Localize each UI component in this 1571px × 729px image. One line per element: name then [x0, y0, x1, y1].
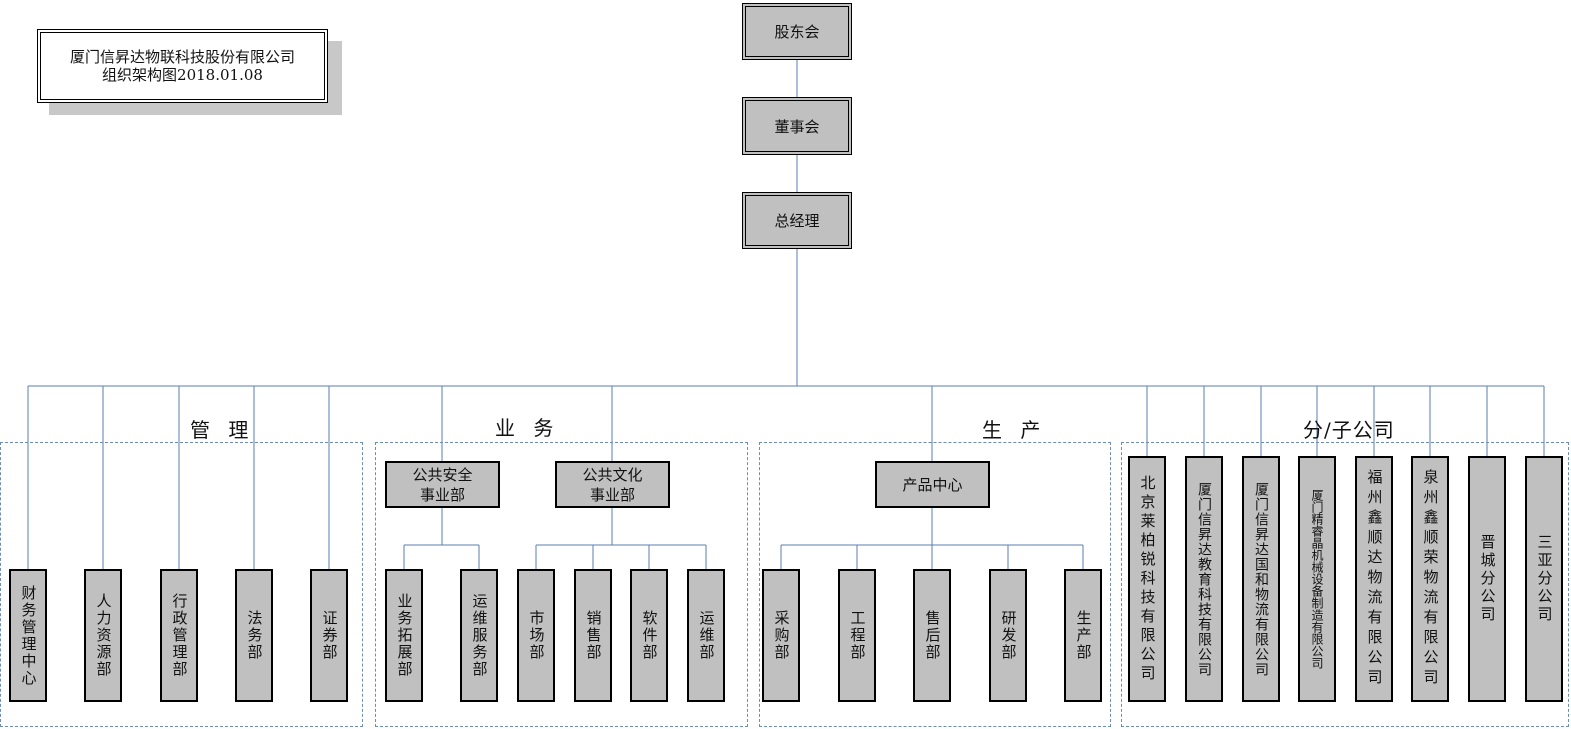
dept-label: 证券部	[320, 610, 339, 661]
box-shareholders: 股东会	[742, 3, 852, 60]
unit-public-security: 公共安全 事业部	[385, 461, 500, 508]
dept-box: 软件部	[630, 569, 668, 702]
subsidiary-box: 厦门信昇达教育科技有限公司	[1185, 456, 1223, 702]
diagram-title: 厦门信昇达物联科技股份有限公司 组织架构图2018.01.08	[37, 29, 328, 103]
unit-label-line1: 公共安全	[412, 465, 473, 484]
unit-label-line1: 公共文化	[582, 465, 643, 484]
dept-box: 运维部	[687, 569, 725, 702]
dept-label: 业务拓展部	[395, 593, 414, 678]
group-frame-subsidiaries	[1121, 442, 1569, 727]
dept-box: 研发部	[989, 569, 1027, 702]
dept-label: 销售部	[584, 610, 603, 661]
dept-box: 市场部	[517, 569, 555, 702]
dept-label: 法务部	[245, 610, 264, 661]
dept-box: 生产部	[1064, 569, 1102, 702]
dept-box: 人力资源部	[84, 569, 122, 702]
dept-box: 业务拓展部	[385, 569, 423, 702]
group-label-business: 业 务	[495, 416, 560, 440]
dept-box: 工程部	[838, 569, 876, 702]
title-company: 厦门信昇达物联科技股份有限公司	[69, 48, 295, 66]
subsidiary-box: 泉州鑫顺荣物流有限公司	[1411, 456, 1449, 702]
dept-label: 运维部	[697, 610, 716, 661]
subsidiary-box: 厦门精睿晶机械设备制造有限公司	[1298, 456, 1336, 702]
dept-label: 人力资源部	[94, 593, 113, 678]
group-label-subsidiaries: 分/子公司	[1303, 418, 1395, 442]
group-frame-management	[0, 442, 363, 727]
box-general-manager: 总经理	[742, 192, 852, 249]
subsidiary-label: 厦门精睿晶机械设备制造有限公司	[1310, 489, 1324, 669]
box-board-label: 董事会	[774, 117, 820, 136]
dept-label: 行政管理部	[170, 593, 189, 678]
subsidiary-box: 晋城分公司	[1468, 456, 1506, 702]
group-frame-production	[759, 442, 1111, 727]
dept-label: 运维服务部	[470, 593, 489, 678]
dept-label: 售后部	[923, 610, 942, 661]
dept-box: 证券部	[310, 569, 348, 702]
dept-box: 财务管理中心	[9, 569, 47, 702]
dept-label: 市场部	[527, 610, 546, 661]
dept-label: 研发部	[999, 610, 1018, 661]
subsidiary-box: 厦门信昇达国和物流有限公司	[1242, 456, 1280, 702]
group-frame-business	[375, 442, 748, 727]
dept-box: 法务部	[235, 569, 273, 702]
box-gm-label: 总经理	[774, 212, 820, 230]
title-date: 组织架构图2018.01.08	[102, 66, 263, 84]
product-center: 产品中心	[875, 461, 990, 508]
dept-box: 行政管理部	[160, 569, 198, 702]
subsidiary-label: 北京莱柏锐科技有限公司	[1138, 474, 1157, 684]
subsidiary-label: 厦门信昇达教育科技有限公司	[1196, 481, 1212, 677]
subsidiary-box: 福州鑫顺达物流有限公司	[1355, 456, 1393, 702]
unit-label-line2: 事业部	[589, 485, 635, 504]
group-label-management: 管 理	[190, 418, 255, 442]
dept-box: 售后部	[913, 569, 951, 702]
dept-label: 生产部	[1074, 610, 1093, 661]
subsidiary-label: 三亚分公司	[1535, 534, 1554, 624]
subsidiary-box: 北京莱柏锐科技有限公司	[1128, 456, 1166, 702]
dept-box: 销售部	[574, 569, 612, 702]
unit-public-culture: 公共文化 事业部	[555, 461, 670, 508]
dept-label: 工程部	[848, 610, 867, 661]
subsidiary-label: 泉州鑫顺荣物流有限公司	[1421, 469, 1440, 689]
subsidiary-label: 晋城分公司	[1478, 534, 1497, 624]
dept-label: 财务管理中心	[19, 584, 38, 687]
dept-label: 软件部	[640, 610, 659, 661]
dept-box: 采购部	[762, 569, 800, 702]
dept-label: 采购部	[772, 610, 791, 661]
dept-box: 运维服务部	[460, 569, 498, 702]
subsidiary-label: 厦门信昇达国和物流有限公司	[1253, 481, 1269, 677]
box-board: 董事会	[742, 97, 852, 155]
group-label-production: 生 产	[982, 418, 1047, 442]
unit-label-line2: 事业部	[419, 485, 465, 504]
subsidiary-box: 三亚分公司	[1525, 456, 1563, 702]
box-shareholders-label: 股东会	[774, 23, 820, 41]
subsidiary-label: 福州鑫顺达物流有限公司	[1365, 469, 1384, 689]
product-center-label: 产品中心	[902, 476, 963, 494]
